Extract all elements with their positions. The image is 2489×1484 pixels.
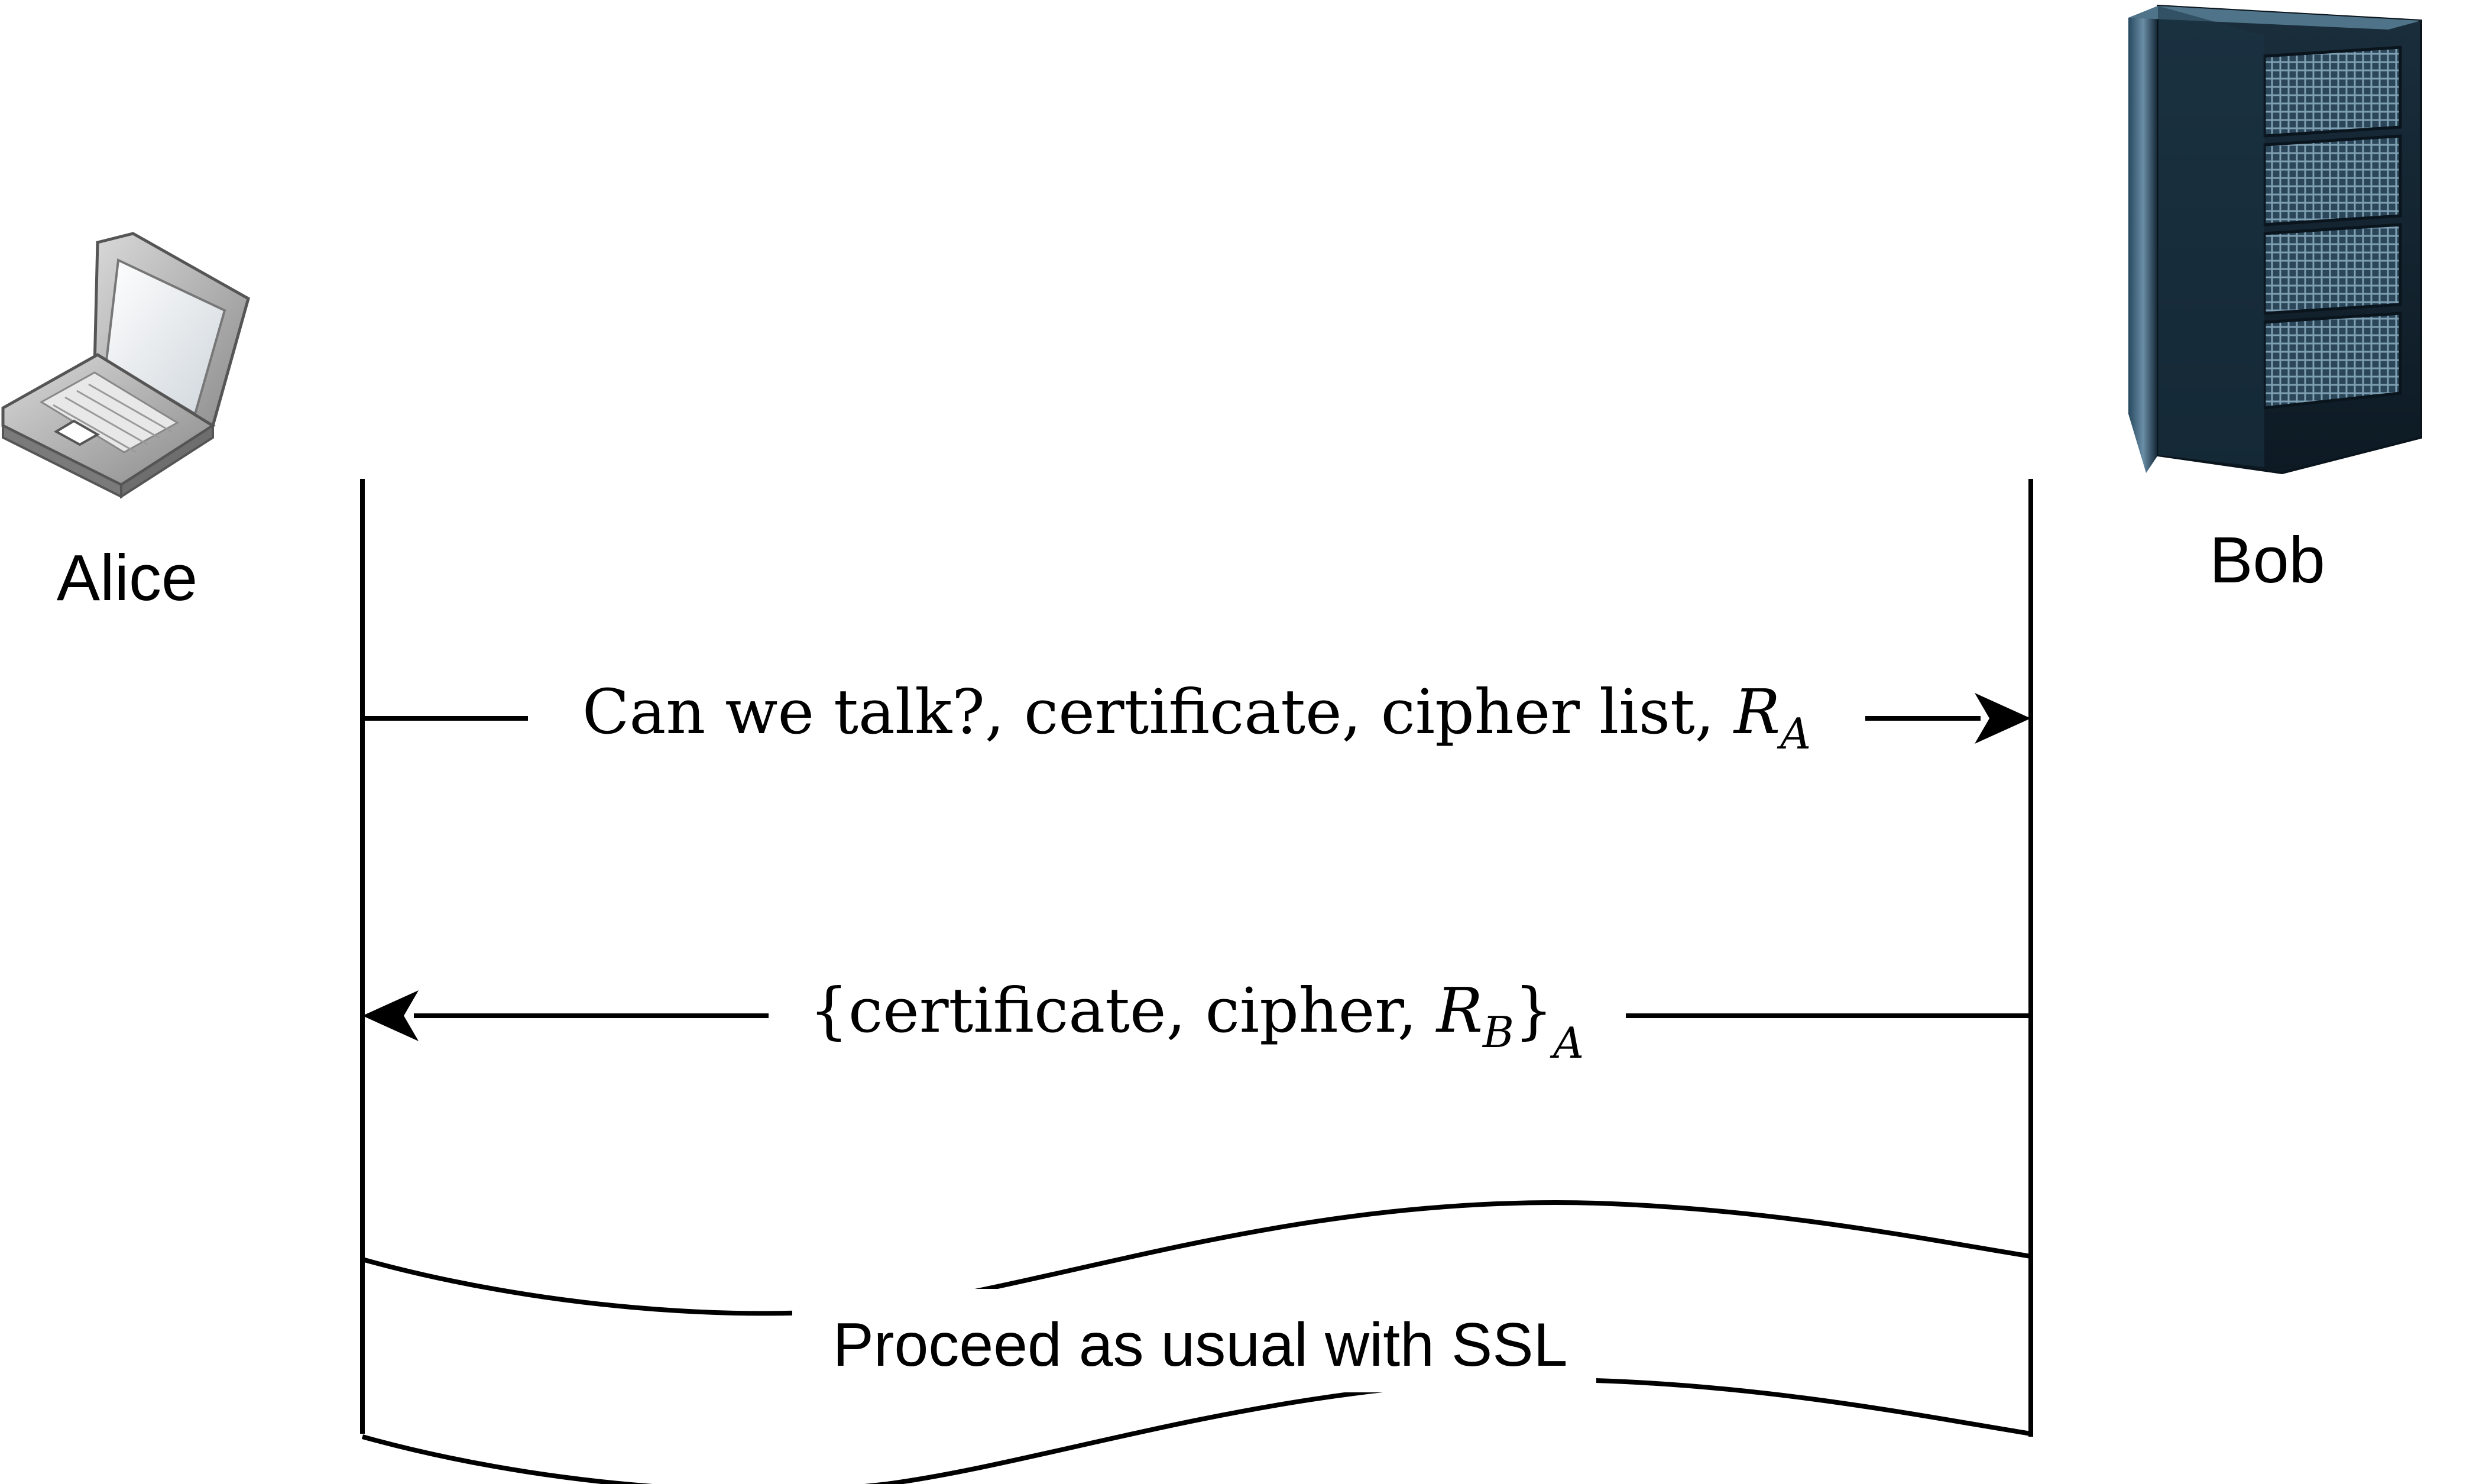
message-2-var: R xyxy=(1435,974,1483,1046)
ssl-banner: Proceed as usual with SSL xyxy=(361,1200,2031,1484)
server-rack-icon xyxy=(2128,4,2422,475)
message-1-label: Can we talk?, certificate, cipher list, … xyxy=(582,676,1811,759)
message-1-sub: A xyxy=(1777,709,1811,759)
message-2-text: certificate, cipher, xyxy=(848,974,1437,1046)
message-2-open-brace: { xyxy=(809,974,848,1046)
message-2: {certificate, cipher, RB}A xyxy=(362,974,2031,1068)
message-2-sub: B xyxy=(1482,1007,1514,1057)
message-2-label: {certificate, cipher, RB}A xyxy=(809,974,1584,1068)
message-1: Can we talk?, certificate, cipher list, … xyxy=(362,676,2031,759)
arrowhead-right-icon xyxy=(1975,693,2031,744)
server-bays xyxy=(2263,46,2402,410)
banner-text: Proceed as usual with SSL xyxy=(833,1311,1568,1379)
alice-label: Alice xyxy=(57,542,197,614)
bob-label: Bob xyxy=(2209,524,2325,597)
message-1-var: R xyxy=(1733,676,1780,748)
banner-bottom-wave xyxy=(361,1377,2031,1484)
message-1-text: Can we talk?, certificate, cipher list, xyxy=(582,676,1734,748)
banner-top-wave xyxy=(361,1200,2031,1316)
message-2-close-brace: } xyxy=(1514,974,1553,1046)
message-2-outer-sub: A xyxy=(1550,1018,1584,1068)
laptop-icon xyxy=(1,232,250,499)
arrowhead-left-icon xyxy=(362,990,419,1041)
